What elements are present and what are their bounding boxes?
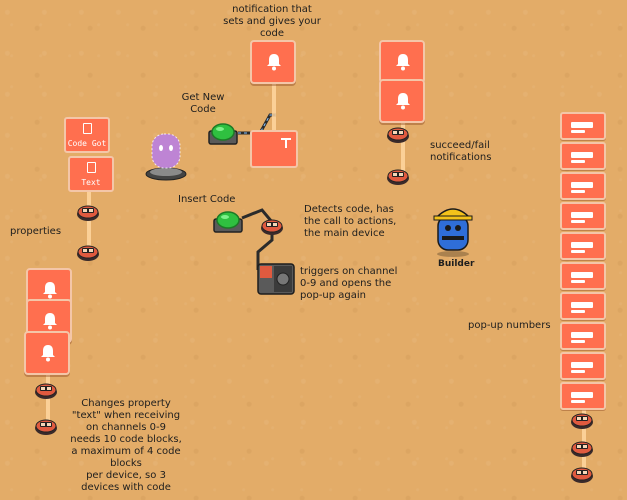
property-card-label: Code Got xyxy=(67,139,107,148)
popup-number-tile[interactable] xyxy=(560,232,606,260)
trigger-device[interactable] xyxy=(256,262,296,296)
clipboard-icon xyxy=(83,123,92,134)
succeed-relay[interactable] xyxy=(386,122,410,146)
main-device[interactable] xyxy=(260,214,284,238)
bell-icon xyxy=(41,345,55,362)
label-detects: Detects code, has the call to actions, t… xyxy=(304,204,397,239)
label-insert-code: Insert Code xyxy=(178,194,236,205)
label-succeed-fail: succeed/fail notifications xyxy=(430,140,492,163)
popup-number-tile[interactable] xyxy=(560,262,606,290)
clipboard-icon xyxy=(87,162,96,173)
fail-notification[interactable] xyxy=(379,79,425,123)
popup-icon xyxy=(281,138,291,148)
popup-relay[interactable] xyxy=(570,436,594,460)
popup-number-tile[interactable] xyxy=(560,112,606,140)
code-relay[interactable] xyxy=(34,378,58,402)
builder-name: Builder xyxy=(438,259,475,269)
label-changes: Changes property "text" when receiving o… xyxy=(70,398,182,493)
hologram-character[interactable] xyxy=(144,128,188,182)
popup-relay[interactable] xyxy=(570,408,594,432)
beam xyxy=(272,56,276,134)
popup-number-tile[interactable] xyxy=(560,382,606,410)
code-notification[interactable] xyxy=(24,331,70,375)
property-relay[interactable] xyxy=(76,240,100,264)
popup-number-tile[interactable] xyxy=(560,202,606,230)
label-popup-numbers: pop-up numbers xyxy=(468,320,551,331)
popup-relay[interactable] xyxy=(570,462,594,486)
label-notification: notification that sets and gives your co… xyxy=(223,4,321,39)
popup-number-tile[interactable] xyxy=(560,292,606,320)
beam xyxy=(582,400,586,480)
bell-icon xyxy=(267,54,281,71)
fail-relay[interactable] xyxy=(386,164,410,188)
property-relay[interactable] xyxy=(76,200,100,224)
label-properties: properties xyxy=(10,226,62,237)
bell-icon xyxy=(43,313,57,330)
get-new-code-button[interactable] xyxy=(208,122,238,146)
builder-character[interactable] xyxy=(428,202,478,258)
succeed-notification[interactable] xyxy=(379,40,425,84)
property-text[interactable]: Text xyxy=(68,156,114,192)
bell-icon xyxy=(396,93,410,110)
property-code-got[interactable]: Code Got xyxy=(64,117,110,153)
popup-number-tile[interactable] xyxy=(560,322,606,350)
popup-number-tile[interactable] xyxy=(560,142,606,170)
property-card-label: Text xyxy=(81,178,101,187)
popup-number-tile[interactable] xyxy=(560,352,606,380)
popup-device[interactable] xyxy=(250,130,298,168)
wire-insert-code xyxy=(241,208,274,223)
insert-code-button[interactable] xyxy=(213,210,243,234)
bell-icon xyxy=(43,282,57,299)
code-relay[interactable] xyxy=(34,414,58,438)
popup-number-tile[interactable] xyxy=(560,172,606,200)
label-triggers: triggers on channel 0-9 and opens the po… xyxy=(300,266,398,301)
label-get-new-code: Get New Code xyxy=(181,92,225,115)
notification-block[interactable] xyxy=(250,40,296,84)
bell-icon xyxy=(396,54,410,71)
